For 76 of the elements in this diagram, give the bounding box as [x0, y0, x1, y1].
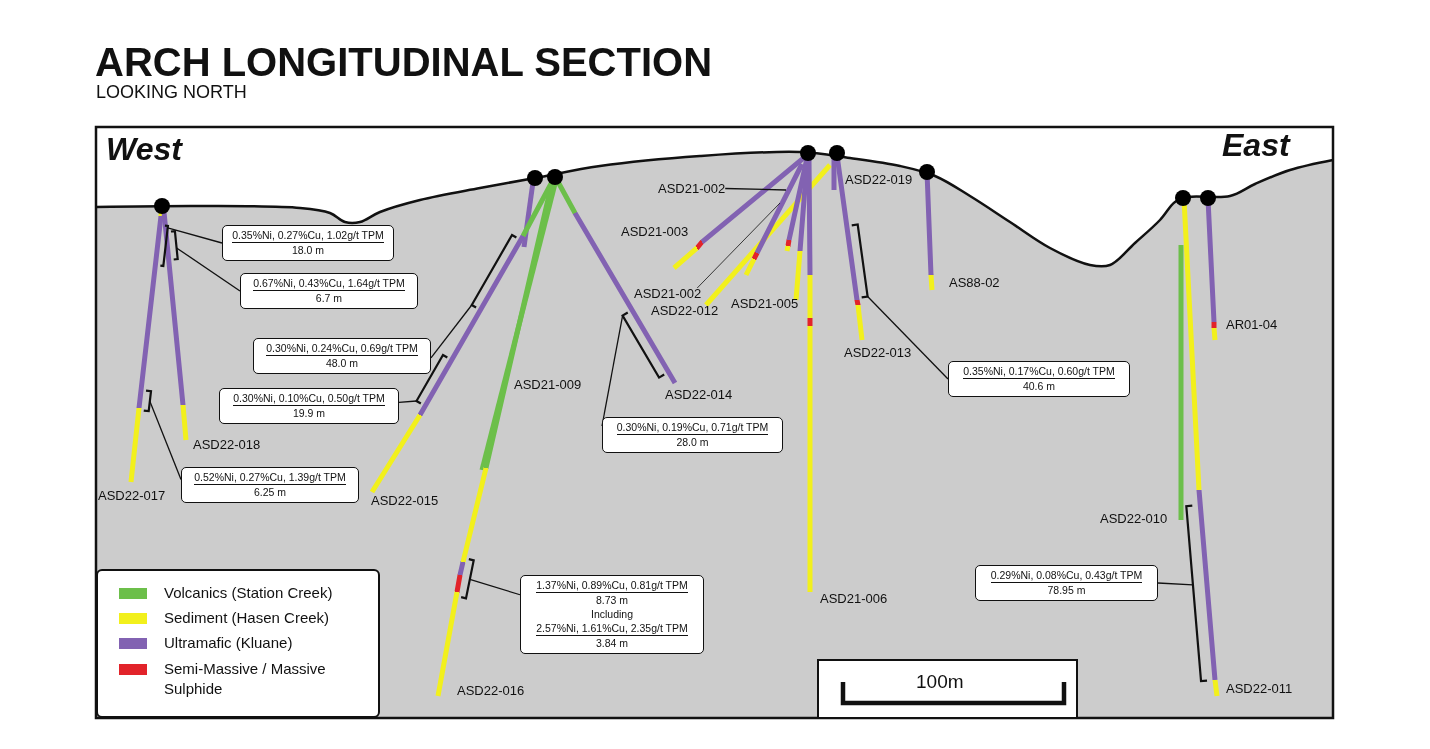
leader-line	[1157, 582, 1194, 586]
drill-hole	[743, 162, 805, 277]
drillhole-label: AR01-04	[1226, 318, 1278, 333]
legend-text: Volcanics (Station Creek)	[164, 583, 334, 603]
leader-line	[469, 578, 521, 596]
callout-text: 40.6 m	[1022, 379, 1056, 393]
drillhole-label: ASD22-013	[844, 346, 912, 361]
assay-callout	[602, 417, 783, 453]
drillhole-label: ASD21-005	[731, 297, 799, 312]
assay-callout	[240, 273, 418, 309]
callout-text: 48.0 m	[325, 356, 359, 370]
callout-text: 0.29%Ni, 0.08%Cu, 0.43g/t TPM	[990, 568, 1143, 583]
callout-text: 18.0 m	[291, 243, 325, 257]
legend-text: Semi-Massive / Massive Sulphide	[164, 659, 327, 699]
interval-bracket	[170, 229, 179, 261]
callout-text: 8.73 m	[595, 593, 629, 607]
drillhole-label: ASD22-017	[98, 489, 166, 504]
leader-line	[167, 227, 223, 244]
callout-text: 78.95 m	[1047, 583, 1086, 597]
callout-text: 19.9 m	[292, 406, 326, 420]
drillhole-label: ASD22-018	[193, 438, 261, 453]
leader-line	[175, 247, 241, 292]
assay-callout	[219, 388, 399, 424]
callout-text: 0.52%Ni, 0.27%Cu, 1.39g/t TPM	[194, 470, 346, 485]
drillhole-label: ASD21-006	[820, 592, 888, 607]
drillhole-label: ASD22-011	[1226, 682, 1293, 697]
assay-callout	[222, 225, 394, 261]
legend-text: Ultramafic (Kluane)	[164, 633, 294, 653]
assay-callout	[520, 575, 704, 654]
callout-text: 0.30%Ni, 0.24%Cu, 0.69g/t TPM	[266, 341, 418, 356]
direction-label: West	[106, 131, 182, 168]
drillhole-label: ASD21-002	[658, 181, 726, 196]
leader-line	[724, 187, 787, 191]
drillhole-label: ASD21-003	[621, 225, 689, 240]
legend-text: Sediment (Hasen Creek)	[164, 608, 331, 628]
callout-text: 2.57%Ni, 1.61%Cu, 2.35g/t TPM	[536, 621, 688, 636]
interval-bracket	[851, 223, 869, 299]
callout-text: 6.7 m	[315, 291, 343, 305]
drillhole-label: ASD21-002	[634, 286, 702, 301]
interval-bracket	[415, 353, 448, 405]
callout-text: 1.37%Ni, 0.89%Cu, 0.81g/t TPM	[536, 578, 688, 593]
callout-text: 0.35%Ni, 0.27%Cu, 1.02g/t TPM	[232, 228, 384, 243]
drillhole-label: ASD22-014	[665, 388, 733, 403]
callout-text: 3.84 m	[595, 636, 629, 650]
callout-text: 0.30%Ni, 0.19%Cu, 0.71g/t TPM	[616, 420, 769, 435]
interval-bracket	[143, 389, 153, 413]
drillhole-label: ASD22-016	[457, 684, 525, 699]
callout-text: 0.35%Ni, 0.17%Cu, 0.60g/t TPM	[963, 364, 1115, 379]
leader-line	[430, 304, 473, 359]
leader-line	[398, 400, 418, 404]
assay-callout	[181, 467, 359, 503]
leader-line	[866, 295, 949, 380]
drillhole-label: ASD22-010	[1100, 512, 1168, 527]
callout-text: 0.67%Ni, 0.43%Cu, 1.64g/t TPM	[253, 276, 405, 291]
scale-label: 100m	[916, 671, 964, 693]
interval-bracket	[1185, 504, 1208, 683]
interval-bracket	[470, 233, 517, 309]
direction-label: East	[1222, 127, 1290, 164]
interval-bracket	[160, 224, 170, 268]
callout-text: Including	[591, 607, 633, 621]
drillhole-label: ASD22-015	[371, 494, 439, 509]
assay-callout	[948, 361, 1130, 397]
callout-text: 28.0 m	[676, 435, 709, 449]
callout-text: 6.25 m	[253, 485, 287, 499]
drillhole-label: ASD22-019	[845, 173, 913, 188]
subtitle: LOOKING NORTH	[96, 82, 247, 103]
drillhole-label: ASD21-009	[514, 378, 582, 393]
leader-line	[696, 202, 781, 289]
assay-callout	[975, 565, 1158, 601]
drillhole-label: AS88-02	[949, 276, 1000, 291]
interval-bracket	[460, 558, 475, 600]
assay-callout	[253, 338, 431, 374]
callout-text: 0.30%Ni, 0.10%Cu, 0.50g/t TPM	[233, 391, 385, 406]
diagram-title: ARCH LONGITUDINAL SECTION	[95, 40, 713, 84]
drillhole-label: ASD22-012	[651, 304, 719, 319]
leader-line	[149, 400, 182, 481]
